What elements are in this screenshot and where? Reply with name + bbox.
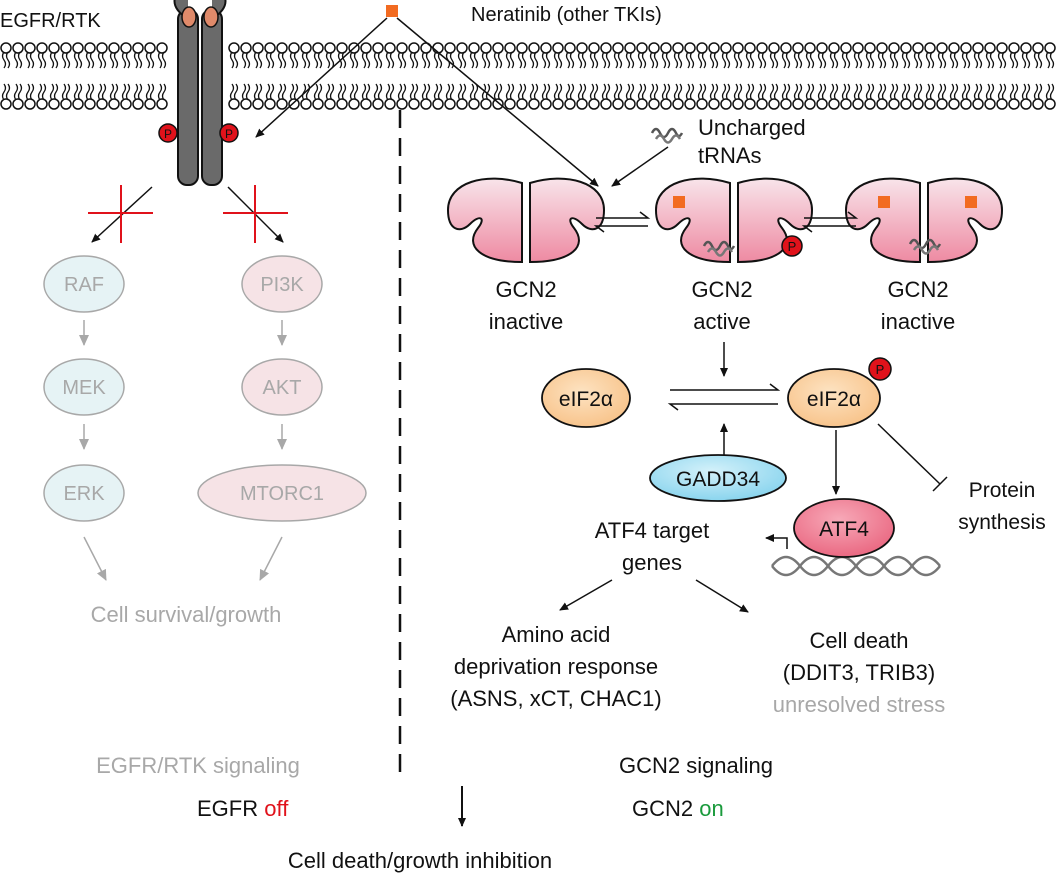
eif2a-phospho-node bbox=[787, 368, 881, 428]
drug-bound-marker bbox=[965, 196, 977, 208]
pi3k-node bbox=[241, 255, 323, 313]
receptor-phospho-left: P bbox=[158, 123, 178, 143]
gcn2-section-title: GCN2 signaling bbox=[619, 753, 773, 778]
raf-label: RAF bbox=[64, 274, 104, 296]
receptor-label: EGFR/RTK bbox=[0, 10, 101, 32]
erk-to-survival-arrow bbox=[83, 536, 107, 581]
mtorc1-label: MTORC1 bbox=[240, 483, 324, 505]
gcn2-left-label-1: GCN2 bbox=[495, 277, 556, 302]
final-outcome-label: Cell death/growth inhibition bbox=[288, 848, 552, 873]
gadd34-node bbox=[649, 454, 787, 502]
transcription-arrow bbox=[765, 534, 788, 549]
gcn2-right-label-1: GCN2 bbox=[887, 277, 948, 302]
egfr-receptor bbox=[173, 0, 227, 186]
mek-node bbox=[43, 358, 125, 416]
drug-bound-marker bbox=[878, 196, 890, 208]
egfr-summary-label: EGFR off bbox=[197, 796, 289, 821]
egfr-summary-name: EGFR bbox=[197, 796, 258, 821]
phospho-label: P bbox=[164, 127, 172, 141]
gcn2-mid-label-2: active bbox=[693, 309, 750, 334]
akt-node bbox=[241, 358, 323, 416]
phospho-label: P bbox=[788, 239, 797, 254]
protein-synthesis-label-2: synthesis bbox=[958, 511, 1046, 534]
targets-to-death-arrow bbox=[695, 579, 749, 613]
targets-to-aa-response-arrow bbox=[559, 579, 613, 611]
erk-label: ERK bbox=[63, 483, 105, 505]
drug-label: Neratinib (other TKIs) bbox=[471, 4, 662, 26]
atf4-targets-label-2: genes bbox=[622, 550, 682, 575]
pi3k-label: PI3K bbox=[260, 274, 304, 296]
atf4-label: ATF4 bbox=[819, 518, 869, 541]
gcn2-summary-state: on bbox=[699, 796, 723, 821]
gadd34-label: GADD34 bbox=[676, 468, 760, 491]
mtorc1-to-survival-arrow bbox=[259, 536, 283, 581]
akt-label: AKT bbox=[263, 377, 302, 399]
raf-node bbox=[43, 255, 125, 313]
cell-death-label-1: Cell death bbox=[809, 628, 908, 653]
neratinib-marker bbox=[386, 5, 398, 17]
gcn2-summary-label: GCN2 on bbox=[632, 796, 724, 821]
dna-helix-icon bbox=[771, 555, 941, 577]
protein-synthesis-inhibition bbox=[877, 423, 948, 492]
drug-to-gcn2-arrow bbox=[396, 17, 599, 187]
gcn2-right-label-2: inactive bbox=[881, 309, 956, 334]
gcn2-mid-label-1: GCN2 bbox=[691, 277, 752, 302]
receptor-phospho-right: P bbox=[219, 123, 239, 143]
eif2a-equilibrium-arrows bbox=[667, 383, 781, 411]
raf-branch-inhibition bbox=[88, 185, 153, 243]
gcn2-equilibrium-arrows-2 bbox=[801, 211, 859, 233]
trna-label-line2: tRNAs bbox=[698, 143, 762, 168]
cell-membrane bbox=[0, 42, 1056, 110]
eif2a-phospho: P bbox=[868, 357, 892, 381]
pi3k-branch-inhibition bbox=[223, 185, 288, 243]
mtorc1-node bbox=[197, 464, 367, 522]
egfr-summary-state: off bbox=[264, 796, 289, 821]
trna-label-line1: Uncharged bbox=[698, 115, 806, 140]
trna-to-gcn2-arrow bbox=[611, 146, 669, 187]
eif2a-node bbox=[541, 368, 631, 428]
phospho-label: P bbox=[225, 127, 233, 141]
gcn2-summary-name: GCN2 bbox=[632, 796, 693, 821]
survival-label: Cell survival/growth bbox=[91, 602, 282, 627]
aa-response-label-3: (ASNS, xCT, CHAC1) bbox=[450, 686, 661, 711]
aa-response-label-2: deprivation response bbox=[454, 654, 658, 679]
gcn2-equilibrium-arrows-1 bbox=[593, 211, 651, 233]
erk-node bbox=[43, 464, 125, 522]
aa-response-label-1: Amino acid bbox=[502, 622, 611, 647]
cell-death-label-2: (DDIT3, TRIB3) bbox=[783, 660, 935, 685]
egfr-section-title: EGFR/RTK signaling bbox=[96, 753, 300, 778]
atf4-node bbox=[793, 498, 895, 558]
unresolved-stress-label: unresolved stress bbox=[773, 692, 945, 717]
mek-label: MEK bbox=[62, 377, 106, 399]
phospho-label: P bbox=[876, 362, 885, 377]
gcn2-inactive-right-complex bbox=[845, 177, 1003, 263]
gcn2-left-label-2: inactive bbox=[489, 309, 564, 334]
drug-to-receptor-arrow bbox=[255, 17, 388, 138]
gcn2-phospho: P bbox=[781, 235, 803, 257]
gcn2-inactive-left-complex bbox=[447, 177, 605, 263]
eif2a-label: eIF2α bbox=[559, 388, 613, 411]
atf4-targets-label-1: ATF4 target bbox=[595, 518, 710, 543]
eif2a-phospho-label: eIF2α bbox=[807, 388, 861, 411]
drug-bound-marker bbox=[673, 196, 685, 208]
protein-synthesis-label-1: Protein bbox=[969, 479, 1036, 502]
uncharged-trna-icon bbox=[650, 127, 684, 144]
